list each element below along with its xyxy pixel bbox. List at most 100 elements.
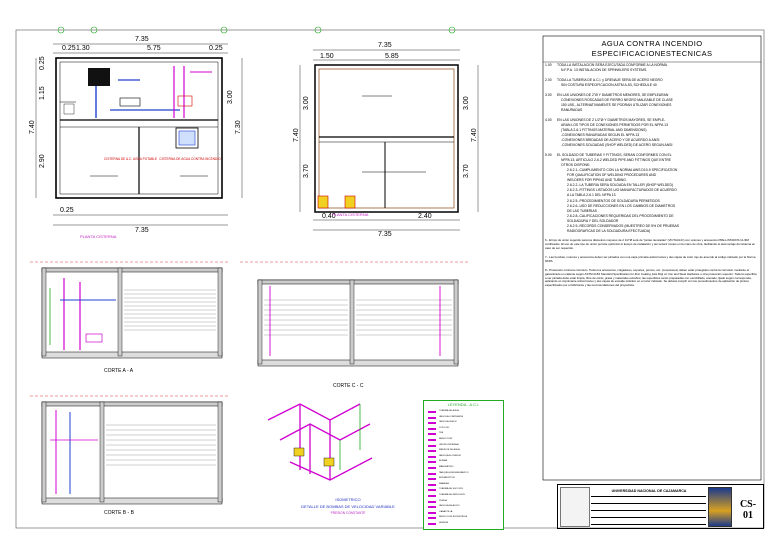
title-block: UNIVERSIDAD NACIONAL DE CAJAMARCA CS-01 [557, 484, 764, 529]
legend-item-label: TANQUE HIDRONEUMATICO [439, 471, 469, 474]
dim-label: 7.40 [29, 120, 36, 134]
dim-label: 1.50 [320, 53, 334, 60]
spec-item-heading: TODA LA TUBERIA DE A.C.I. y DRENAJE SERA… [557, 77, 663, 82]
legend-item: BOMBA [428, 460, 500, 464]
legend-item-label: TUBERIA DE SUCCION [439, 488, 463, 491]
legend-symbol [428, 422, 436, 425]
dim-label: 5.75 [147, 45, 161, 52]
legend-symbol [428, 495, 436, 497]
legend-item-label: INTERRUPTOR [439, 477, 455, 480]
dim-label: 7.30 [235, 120, 242, 134]
legend-item-label: BOMBA [439, 460, 447, 463]
legend-item-label: VALVULA CHECK [439, 421, 457, 424]
section-c: CORTE C - C [240, 261, 470, 389]
legend-item-label: UNION UNIVERSAL [439, 443, 460, 446]
spec-subsubline: RADIOGRAFICAS DE LA SOLDADURA EFECTUADA) [567, 229, 651, 234]
section-b-title: CORTE B - B [104, 510, 135, 516]
legend-symbol [428, 511, 436, 514]
cistern-wall [55, 57, 223, 199]
legend-symbol [428, 483, 436, 486]
dim-label: 1.15 [39, 86, 46, 100]
legend-symbol [428, 411, 436, 413]
spec-item-heading: EN LAS UNIONES DE 2 1/2"Ø Y DIAMETROS MA… [557, 117, 666, 122]
dim-label: 7.35 [378, 42, 392, 49]
spec-subline: ARAN LOS TIPOS DE CONEXIONES PERMITIDOS … [561, 122, 668, 127]
isometric-subtitle: DETALLE DE BOMBAS DE VELOCIDAD VARIABLE [301, 504, 395, 509]
spec-subsubline: 2.6.2.5.-PROCEDIMIENTOS DE SOLDADURA PER… [567, 198, 660, 203]
dim-label: 1.30 [76, 45, 90, 52]
university-seal [708, 487, 732, 527]
titleblock-rows [591, 496, 706, 526]
spec-subline: OTROS DISPONE: [561, 162, 591, 167]
legend-item-label: TUBERIA DE IMPULSION [439, 494, 465, 496]
spec-item-number: 3.00 [545, 92, 552, 97]
dim-label: 3.00 [303, 96, 310, 110]
sheet-border [15, 29, 765, 529]
specs-title-line1: AGUA CONTRA INCENDIO [601, 39, 703, 48]
spec-item: 2.00 TODA LA TUBERIA DE A.C.I. y DRENAJE … [545, 78, 759, 88]
spec-subsubline: 2.6.2.2.-LA TUBERIA SERA SOLDADA EN TALL… [567, 183, 674, 188]
dim-label: 0.25 [39, 56, 46, 70]
spec-subsubline: 2.6.2.6.-USO DE REDUCCIONES EN LOS CAMBI… [567, 203, 676, 208]
plan-right: 7.35 1.50 5.85 7.40 3.00 3.70 7.40 3.00 … [293, 26, 479, 238]
legend-symbol [428, 444, 436, 447]
section-b: CORTE B - B [30, 395, 230, 516]
spec-item-text: 2.00 TODA LA TUBERIA DE A.C.I. y DRENAJE … [545, 78, 759, 83]
university-name: UNIVERSIDAD NACIONAL DE CAJAMARCA [611, 489, 687, 493]
legend-symbol [428, 416, 436, 419]
specs-title-line2: ESPECIFICACIONESTECNICAS [591, 49, 713, 58]
spec-subsubline: SOLDADURA Y DEL SOLDADOR [567, 218, 619, 223]
legend-item: TUBERIA DE SUCCION [428, 488, 500, 492]
legend-symbol [428, 467, 436, 469]
spec-subsubline: DE LAS TUBERIAS [567, 208, 597, 213]
legend-symbol [428, 478, 436, 481]
legend-item: CODO 90° [428, 427, 500, 431]
section-a-title: CORTE A - A [104, 368, 134, 374]
dim-label: 3.70 [303, 164, 310, 178]
legend-symbol [428, 472, 436, 475]
specs-title: AGUA CONTRA INCENDIO ESPECIFICACIONESTEC… [543, 39, 761, 59]
legend-item-label: MANOMETRO [439, 466, 454, 468]
dim-label: 2.40 [418, 213, 432, 220]
dim-label: 3.70 [463, 164, 470, 178]
spec-note7: 7.- Las bombas, motores y accesorios deb… [545, 254, 756, 263]
dim-label: 7.40 [293, 128, 300, 142]
legend-item: INTERRUPTOR [428, 477, 500, 481]
isometric-title: ISOMETRICO [335, 497, 360, 502]
dim-label: 0.40 [322, 213, 336, 220]
plan-right-caption: PLANTA CISTERNA [332, 212, 369, 217]
legend-item-label: CANASTILLA [439, 510, 453, 513]
legend-item-label: REDUCCION EXCENTRICA [439, 516, 467, 519]
legend-item: VALVULA FLOTADOR [428, 455, 500, 459]
legend-symbol [428, 455, 436, 458]
legend-item: MANOMETRO [428, 466, 500, 470]
legend-item-label: CODO 90° [439, 426, 450, 429]
legend-item-label: TUBERIA DE AGUA [439, 410, 459, 412]
spec-item-number: 2.00 [545, 77, 552, 82]
legend-item-label: REDUCCION [439, 438, 453, 440]
legend-item: SENSOR [428, 522, 500, 526]
tank2-label: CISTERNA DE AGUA CONTRA INCENDIO [159, 157, 221, 161]
spec-subline: -CONEXIONES RANURADAS SEGUN EL NFPA 13 [561, 132, 640, 137]
legend-item: REDUCCION [428, 438, 500, 442]
legend-symbol [428, 461, 436, 464]
dim-label: 7.35 [135, 227, 149, 234]
spec-item-number: 1.00 [545, 63, 552, 67]
spec-subline: RANURADAS [561, 107, 583, 112]
legend-symbol [428, 450, 436, 453]
section-a: CORTE A - A [30, 261, 230, 374]
legend-item: UNION UNIVERSAL [428, 444, 500, 448]
legend-symbol [428, 517, 436, 520]
legend-item: SIAMESA [428, 483, 500, 487]
legend-item-label: MEDIDOR DE AGUA [439, 449, 460, 452]
legend-item: TANQUE HIDRONEUMATICO [428, 472, 500, 476]
hydro-tank [88, 68, 110, 86]
legend-item: VALVULA DE ALIVIO [428, 505, 500, 509]
